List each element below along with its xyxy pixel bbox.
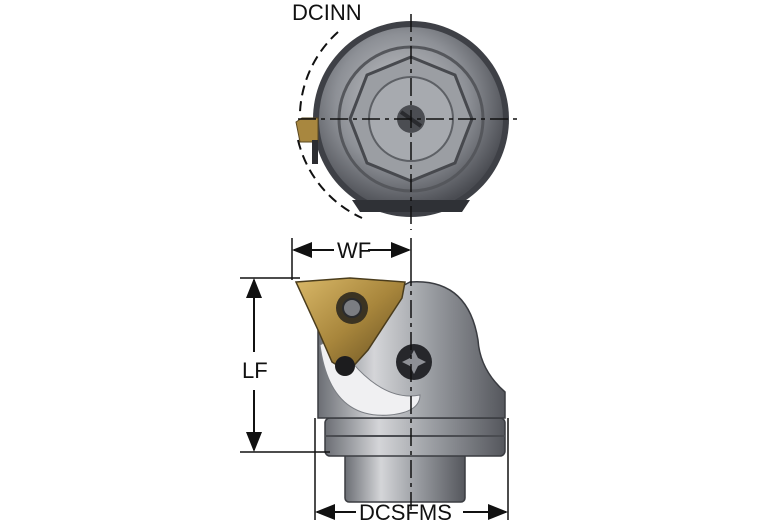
lf-label: LF: [242, 358, 268, 383]
insert: [294, 277, 406, 373]
insert-screw: [342, 298, 362, 318]
side-view: [294, 268, 506, 515]
end-view: [295, 14, 522, 230]
end-view-insert: [295, 117, 319, 143]
clamp-screw-torx-icon: [402, 350, 426, 374]
wf-label: WF: [337, 238, 371, 263]
dcinn-label: DCINN: [292, 0, 362, 25]
dcinn-dimension-arc: [299, 31, 339, 113]
wf-dimension: [291, 238, 412, 280]
dcsfms-label: DCSFMS: [359, 500, 452, 523]
dcsfms-dimension: [314, 418, 509, 520]
end-view-insert-clamp: [312, 140, 318, 164]
shank-lower: [344, 451, 466, 503]
dcinn-dimension-arc-lower: [297, 139, 363, 219]
insert-tip-shadow: [335, 356, 355, 376]
